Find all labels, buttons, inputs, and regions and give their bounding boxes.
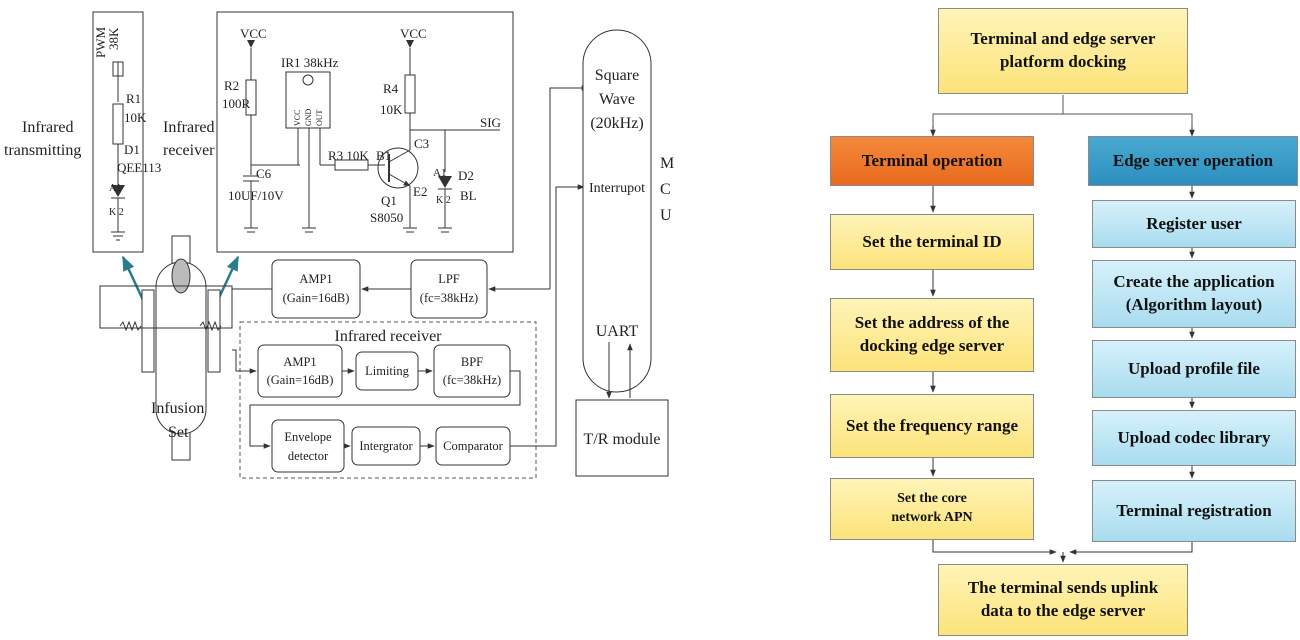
square-wave-1: Square	[595, 67, 639, 84]
led-d2-icon	[438, 176, 452, 188]
d1-a1-label: A1	[109, 183, 121, 194]
c3-label: C3	[414, 136, 429, 151]
amp-inner-title: AMP1	[283, 355, 316, 369]
infrared-receiver-2: receiver	[163, 142, 215, 159]
lpf-fc: (fc=38kHz)	[420, 291, 478, 305]
d2-part: BL	[460, 188, 477, 203]
terminal-step-1: Set the terminal ID	[830, 214, 1034, 270]
integrator-label: Intergrator	[359, 439, 413, 453]
lpf-block	[410, 259, 488, 319]
edge-step-1: Register user	[1092, 200, 1296, 248]
c6-value: 10UF/10V	[228, 188, 284, 203]
terminal-step-2: Set the address of the docking edge serv…	[830, 298, 1034, 372]
q1-label: Q1	[381, 193, 397, 208]
envelope-title: Envelope	[284, 430, 332, 444]
amp-top-gain: (Gain=16dB)	[283, 291, 350, 305]
square-wave-2: Wave	[599, 91, 635, 108]
mcu-block	[582, 29, 652, 393]
lpf-title: LPF	[438, 272, 460, 286]
bpf-block	[433, 344, 511, 398]
d2-k2-label: K 2	[436, 195, 451, 206]
edge-step-4: Upload codec library	[1092, 410, 1296, 466]
r4-value: 10K	[380, 102, 403, 117]
r4-label: R4	[383, 81, 399, 96]
r3-label: R3 10K	[328, 148, 369, 163]
envelope-sub: detector	[288, 449, 329, 463]
vcc-right: VCC	[400, 26, 427, 41]
terminal-step-3: Set the frequency range	[830, 394, 1034, 458]
edge-step-2: Create the application (Algorithm layout…	[1092, 260, 1296, 328]
infrared-transmitting-1: Infrared	[22, 119, 74, 136]
infusion-label-1: Infusion	[151, 400, 204, 417]
receiver-schematic-box	[216, 11, 514, 253]
amp-inner-gain: (Gain=16dB)	[267, 373, 334, 387]
transmitter-box	[92, 11, 144, 253]
r1-label: R1	[126, 91, 141, 106]
limiting-label: Limiting	[365, 364, 410, 378]
bpf-fc: (fc=38kHz)	[443, 373, 501, 387]
interrupt-label: Interrupot	[589, 181, 645, 196]
pwm-label: PWM	[93, 27, 108, 59]
e2-label: E2	[413, 184, 427, 199]
drip-chamber	[171, 258, 191, 294]
amp-inner-block	[257, 344, 343, 398]
tr-module-block	[575, 399, 669, 477]
r2-value: 100R	[222, 96, 251, 111]
q1-part: S8050	[370, 210, 403, 225]
ir1-label: IR1 38kHz	[281, 55, 339, 70]
infrared-receiver-group	[239, 321, 537, 479]
led-d1-icon	[111, 185, 125, 197]
d2-label: D2	[458, 168, 474, 183]
infrared-receiver-1: Infrared	[163, 119, 215, 136]
uart-label: UART	[596, 323, 639, 340]
edge-step-5: Terminal registration	[1092, 480, 1296, 542]
infrared-transmitting-2: transmitting	[4, 142, 81, 159]
vcc-left: VCC	[240, 26, 267, 41]
tr-module-label: T/R module	[584, 431, 661, 448]
r1-value: 10K	[124, 110, 147, 125]
mcu-letter-c: C	[660, 181, 671, 198]
d1-k2-label: K 2	[109, 207, 124, 218]
ir1-pin-out: OUT	[315, 109, 324, 126]
square-wave-3: (20kHz)	[590, 115, 643, 132]
envelope-detector-block	[271, 419, 345, 473]
ir1-pin-gnd: GND	[304, 108, 313, 126]
d1-label: D1	[124, 142, 140, 157]
mcu-letter-m: M	[660, 155, 674, 172]
edge-step-3: Upload profile file	[1092, 340, 1296, 398]
amp-top-title: AMP1	[299, 272, 332, 286]
pwm-pin	[112, 61, 124, 77]
d2-a1-label: A1	[433, 167, 446, 179]
edge-server-operation-header: Edge server operation	[1088, 136, 1298, 186]
flow-top-box: Terminal and edge server platform dockin…	[938, 8, 1188, 94]
sig-label: SIG	[480, 115, 501, 130]
terminal-operation-header: Terminal operation	[830, 136, 1034, 186]
mcu-letter-u: U	[660, 207, 672, 224]
infusion-label-2: Set	[168, 424, 189, 441]
amp-top-block	[271, 259, 361, 319]
comparator-label: Comparator	[443, 439, 504, 453]
r2-label: R2	[224, 78, 239, 93]
transistor-q1-icon	[377, 147, 419, 189]
d1-part: QEE113	[117, 160, 161, 175]
bpf-title: BPF	[461, 355, 483, 369]
receiver-group-label: Infrared receiver	[334, 328, 442, 345]
r1-resistor	[112, 103, 124, 145]
c6-label: C6	[256, 166, 272, 181]
ir1-pin-vcc: VCC	[293, 110, 302, 126]
terminal-step-4: Set the core network APN	[830, 478, 1034, 540]
pwm-freq-label: 38K	[106, 27, 121, 50]
flow-bottom-box: The terminal sends uplink data to the ed…	[938, 564, 1188, 636]
ir1-sensor	[285, 71, 331, 129]
r4-resistor	[404, 74, 416, 114]
